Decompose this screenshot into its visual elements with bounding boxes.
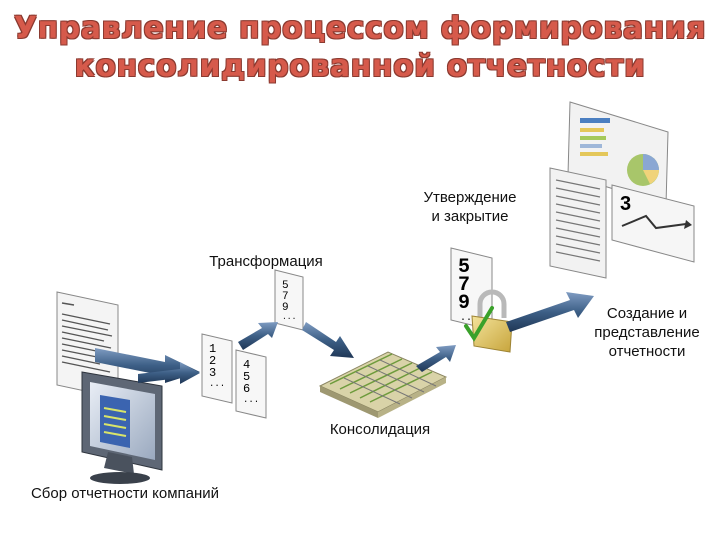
card-d-digit: ...	[460, 313, 478, 324]
flow-arrows	[95, 292, 594, 384]
consolidation-label: Консолидация	[329, 421, 431, 438]
card-c-digit: 5	[282, 280, 289, 292]
reporting-label-line-2: представление	[594, 324, 700, 341]
reporting-label: Создание и представление отчетности	[574, 304, 720, 361]
card-b-digit: 4	[243, 358, 250, 372]
card-c-digit: 7	[282, 291, 289, 303]
transformation-label: Трансформация	[209, 253, 323, 270]
card-d-digit: 5	[458, 256, 470, 279]
approval-label-line-2: и закрытие	[431, 208, 509, 225]
card-a-digit: ...	[209, 379, 225, 389]
title-line-1: Управление процессом формирования	[13, 11, 707, 46]
card-a-digit: 2	[209, 354, 216, 368]
card-b-digit: ...	[243, 395, 259, 405]
card-a-digit: 1	[209, 342, 216, 356]
title-line-2: консолидированной отчетности	[74, 49, 646, 84]
reporting-label-line-3: отчетности	[608, 343, 686, 360]
digit-card-c: 5 7 9 ...	[274, 269, 304, 331]
arrow-to-reporting	[506, 292, 594, 332]
card-c-digit: 9	[282, 302, 289, 314]
approval-label: Утверждение и закрытие	[400, 188, 540, 226]
arrow-consolidation-to-approval	[416, 345, 456, 372]
arrow-monitor-to-cards	[138, 362, 200, 384]
reporting-label-line-1: Создание и	[606, 305, 688, 322]
collection-label: Сбор отчетности компаний	[30, 485, 220, 502]
card-d-digit: 7	[458, 274, 470, 297]
arrow-to-consolidation	[302, 322, 354, 358]
card-c-digit: ...	[282, 313, 296, 322]
report-list-icon	[549, 167, 607, 279]
checkmark-icon	[464, 306, 494, 342]
arrow-cards-to-transformation	[238, 322, 278, 350]
card-a-digit: 3	[209, 366, 216, 380]
card-b-digit: 5	[243, 370, 250, 384]
digit-card-b: 4 5 6 ...	[235, 349, 267, 419]
card-b-digit: 6	[243, 382, 250, 396]
approval-label-line-1: Утверждение	[423, 189, 517, 206]
consolidation-stack-icon	[318, 351, 448, 418]
card-d-digit: 9	[458, 292, 470, 315]
report-number: 3	[620, 193, 631, 215]
report-trend-icon: 3	[611, 184, 695, 263]
page-title: Управление процессом формирования консол…	[0, 10, 720, 86]
source-document-icon	[56, 291, 119, 399]
digit-card-a: 1 2 3 ...	[201, 333, 233, 404]
computer-monitor-icon	[81, 371, 163, 484]
